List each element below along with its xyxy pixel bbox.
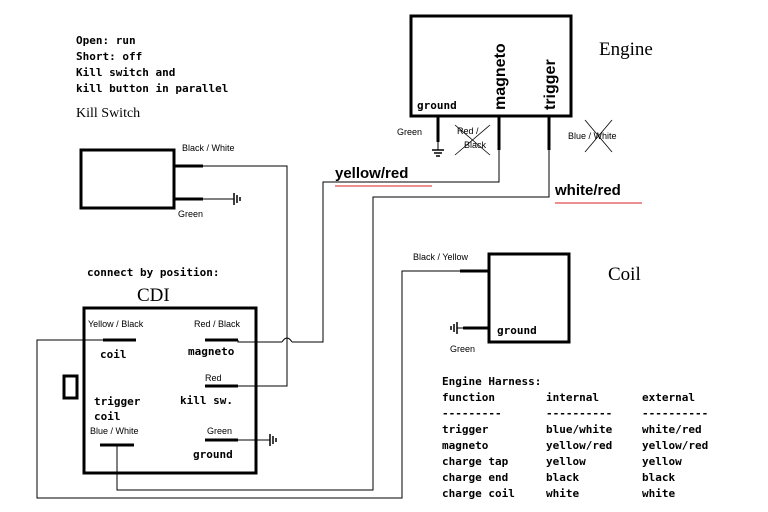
harness-header: external — [642, 391, 695, 404]
kill-switch: Kill Switch Black / White Green — [76, 106, 241, 219]
harness-divider: --------- — [442, 407, 502, 420]
engine-title: Engine — [599, 39, 653, 60]
engine-box — [409, 14, 573, 118]
wire-label: Red / — [457, 126, 479, 136]
ground-icon — [203, 193, 241, 205]
wire-label: Black — [464, 140, 487, 150]
harness-cell: trigger — [442, 423, 489, 436]
coil-title: Coil — [608, 264, 641, 285]
harness-cell: white — [642, 487, 675, 500]
harness-cell: yellow — [642, 455, 682, 468]
wire-label: Blue / White — [568, 131, 617, 141]
harness-cell: charge coil — [442, 487, 515, 500]
harness-cell: blue/white — [546, 423, 613, 436]
harness-title: Engine Harness: — [442, 375, 541, 388]
note-line: Open: run — [76, 34, 136, 47]
engine-magneto-label: magneto — [492, 43, 509, 110]
engine: Engine ground magneto trigger Green Red … — [397, 14, 653, 157]
harness-cell: charge tap — [442, 455, 509, 468]
engine-trigger-label: trigger — [542, 59, 559, 110]
wire-label: Green — [397, 127, 422, 137]
cdi-ground-label: ground — [193, 448, 233, 461]
cdi-magneto-label: magneto — [188, 345, 235, 358]
coil-box — [487, 252, 571, 344]
note-line: kill button in parallel — [76, 82, 228, 95]
harness-cell: charge end — [442, 471, 508, 484]
harness-cell: black — [546, 471, 579, 484]
wires — [36, 150, 550, 499]
wire-label: Green — [207, 426, 232, 436]
kill-switch-box — [79, 148, 176, 210]
wire-label: Green — [450, 344, 475, 354]
wire-color-label: white/red — [554, 182, 621, 199]
harness-cell: yellow/red — [546, 439, 612, 452]
cdi: connect by position: CDI Yellow / Black … — [62, 266, 277, 475]
coil-ground-label: ground — [497, 324, 537, 337]
notes: Open: run Short: off Kill switch and kil… — [76, 34, 228, 95]
wire-label: Black / White — [182, 143, 235, 153]
wire-label: Yellow / Black — [88, 319, 144, 329]
cdi-trigger-label: trigger — [94, 395, 141, 408]
wire-label: Black / Yellow — [413, 252, 469, 262]
wire-trigger — [116, 150, 550, 491]
cdi-connect-note: connect by position: — [87, 266, 219, 279]
engine-ground-label: ground — [417, 99, 457, 112]
connector-icon — [62, 374, 79, 400]
harness-divider: ---------- — [546, 407, 612, 420]
cdi-title: CDI — [137, 285, 170, 306]
harness-header: internal — [546, 391, 599, 404]
wire-label: Red / Black — [194, 319, 241, 329]
wire-label: Red — [205, 373, 222, 383]
kill-switch-title: Kill Switch — [76, 106, 140, 121]
harness-cell: yellow — [546, 455, 586, 468]
ground-icon — [450, 322, 463, 334]
harness-divider: ---------- — [642, 407, 708, 420]
note-line: Kill switch and — [76, 66, 175, 79]
wire-magneto — [237, 150, 500, 343]
note-line: Short: off — [76, 50, 142, 63]
wire-color-label: yellow/red — [335, 165, 408, 182]
harness-cell: black — [642, 471, 675, 484]
cross-out-icon — [584, 119, 613, 153]
cdi-kill-label: kill sw. — [180, 394, 233, 407]
wire-label: Blue / White — [90, 426, 139, 436]
harness-cell: magneto — [442, 439, 489, 452]
wire-coil — [36, 270, 460, 499]
cdi-box — [82, 306, 258, 475]
harness-cell: white — [546, 487, 579, 500]
harness-table: Engine Harness: function internal extern… — [442, 375, 708, 500]
cdi-coil-label: coil — [100, 348, 127, 361]
ground-icon — [238, 434, 277, 446]
ground-icon — [432, 142, 444, 157]
wire-label: Green — [178, 209, 203, 219]
harness-cell: yellow/red — [642, 439, 708, 452]
harness-cell: white/red — [642, 423, 702, 436]
wire-kill-switch — [203, 165, 288, 387]
wire-crossover — [281, 337, 293, 343]
harness-header: function — [442, 391, 495, 404]
cdi-trigger-label: coil — [94, 410, 121, 423]
cross-out-icon — [454, 124, 491, 156]
coil: Coil ground Black / Yellow Green — [413, 252, 641, 354]
